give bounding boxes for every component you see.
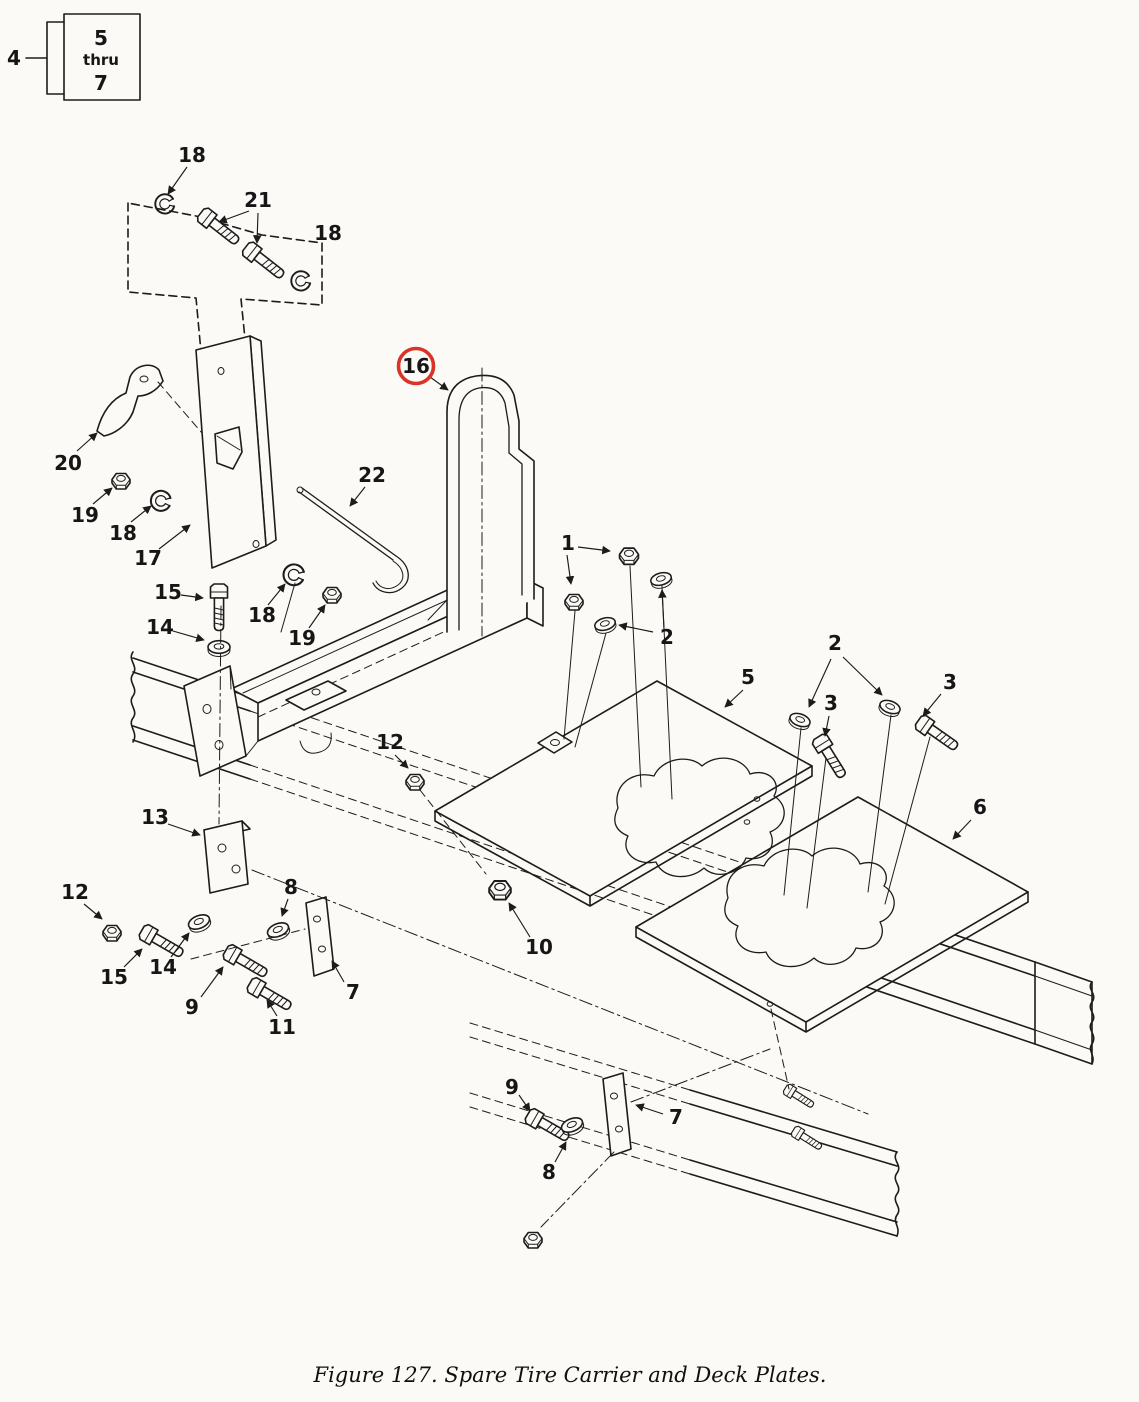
washer-8 <box>264 919 293 944</box>
callout-15: 15 <box>100 965 128 989</box>
callout-17: 17 <box>134 546 162 570</box>
callout-12: 12 <box>376 730 404 754</box>
callout-7: 7 <box>669 1105 683 1129</box>
callout-19: 19 <box>71 503 99 527</box>
deck-plate-6 <box>635 796 1029 1033</box>
tire-carrier-channel-16 <box>427 367 535 637</box>
bolt-15 <box>209 583 229 632</box>
plate-6-hole <box>766 1001 774 1007</box>
washer-14 <box>207 639 231 658</box>
callout-18: 18 <box>178 143 206 167</box>
strap-plate-7 <box>602 1072 632 1157</box>
callout-15: 15 <box>154 580 182 604</box>
callout-14: 14 <box>146 615 174 639</box>
near-frame-rail <box>469 1022 900 1237</box>
callout-16-highlighted: 16 <box>402 354 430 378</box>
callout-21: 21 <box>244 188 272 212</box>
break-line-right <box>1089 981 1095 1065</box>
nut-1 <box>618 547 640 566</box>
callout-18: 18 <box>109 521 137 545</box>
bolt-3 <box>912 712 963 755</box>
nut-1 <box>564 593 584 611</box>
lock-washer-18 <box>288 268 314 294</box>
callout-8: 8 <box>284 875 298 899</box>
callout-10: 10 <box>525 935 553 959</box>
plate-6-cutout <box>724 847 895 968</box>
callout-3: 3 <box>824 691 838 715</box>
figure-caption: Figure 127. Spare Tire Carrier and Deck … <box>313 1363 827 1387</box>
callout-20: 20 <box>54 451 82 475</box>
deck-plate-5 <box>434 680 813 907</box>
support-plate-17 <box>195 335 277 569</box>
callout-11: 11 <box>268 1015 296 1039</box>
callout-3: 3 <box>943 670 957 694</box>
reference-outside-label: 4 <box>7 46 21 70</box>
figure-reference-box: 4 5 thru 7 <box>7 13 141 101</box>
bolt-21 <box>239 239 289 284</box>
bolt-3 <box>810 731 851 782</box>
angle-bracket-13 <box>203 820 251 894</box>
lock-washer-18 <box>149 489 172 512</box>
highlight-ring-16 <box>396 346 436 386</box>
nut-19 <box>111 472 131 490</box>
callout-9: 9 <box>185 995 199 1019</box>
break-line-left <box>130 651 136 743</box>
clamp-20 <box>96 364 209 441</box>
nut-10 <box>488 880 512 901</box>
callout-2: 2 <box>660 625 674 649</box>
callout-18: 18 <box>248 603 276 627</box>
washer-14 <box>185 911 214 936</box>
washer-2 <box>876 697 903 720</box>
nut-12 <box>102 924 122 942</box>
reference-bottom: 7 <box>94 71 108 95</box>
break-line-near-rail <box>894 1151 900 1237</box>
washer-2 <box>786 710 813 733</box>
callout-12: 12 <box>61 880 89 904</box>
upper-mounting-plate <box>127 202 323 353</box>
strap-plate-7 <box>305 896 335 977</box>
callout-7: 7 <box>346 980 360 1004</box>
callout-leaders <box>76 166 972 1163</box>
callout-19: 19 <box>288 626 316 650</box>
callout-9: 9 <box>505 1075 519 1099</box>
callout-6: 6 <box>973 795 987 819</box>
plate-5-cutout <box>614 757 785 878</box>
nut-bottom <box>523 1231 543 1249</box>
reference-middle: thru <box>83 51 119 69</box>
plate-5-hole <box>753 796 761 802</box>
plate-17-slot <box>214 426 243 470</box>
carrier-mid-bracket <box>285 680 347 754</box>
callout-1: 1 <box>561 531 575 555</box>
carrier-foot-bracket <box>183 665 259 777</box>
plate-5-nut-pad <box>537 731 573 754</box>
callout-18: 18 <box>314 221 342 245</box>
washer-2 <box>648 569 675 592</box>
callout-13: 13 <box>141 805 169 829</box>
assembly-axis-lines <box>190 565 931 1228</box>
callout-14: 14 <box>149 955 177 979</box>
bolt-11 <box>244 975 296 1015</box>
callout-5: 5 <box>741 665 755 689</box>
nut-12 <box>405 773 425 791</box>
washer-2 <box>592 614 619 637</box>
plate-5-hole <box>743 819 751 825</box>
callout-22: 22 <box>358 463 386 487</box>
callout-numbers: 18 21 18 16 20 19 18 17 22 15 14 18 19 1… <box>54 143 987 1184</box>
lock-washer-18 <box>282 563 305 587</box>
callout-2: 2 <box>828 631 842 655</box>
nut-19 <box>322 586 342 604</box>
reference-top: 5 <box>94 26 108 50</box>
rod-22 <box>296 486 409 594</box>
callout-8: 8 <box>542 1160 556 1184</box>
